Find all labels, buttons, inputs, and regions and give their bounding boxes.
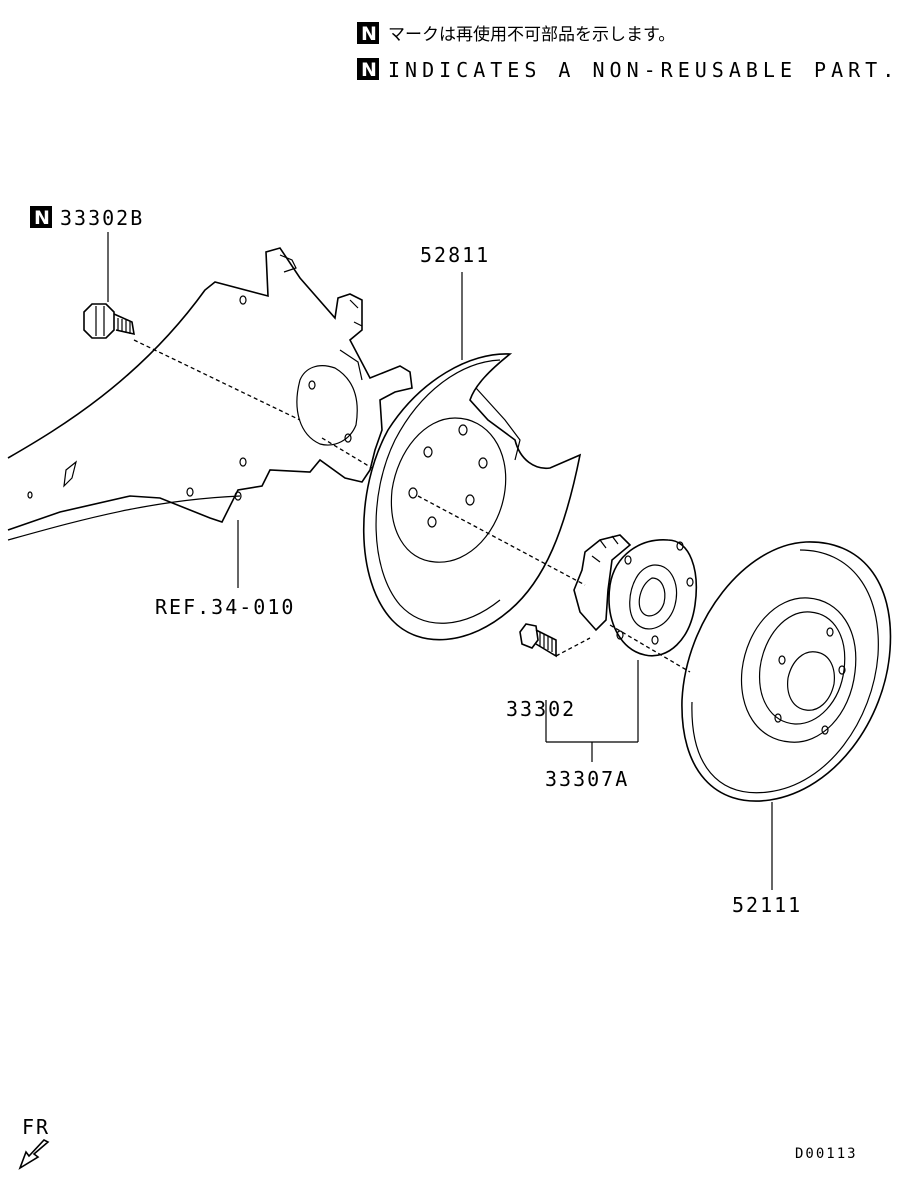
callout-33302b: N 33302B [30,206,144,302]
front-arrow-icon [18,1139,50,1170]
part-label-33302b: 33302B [60,206,144,230]
legend-badge-2-text: N [361,59,377,81]
hub-assembly [573,534,698,742]
part-label-ref-34-010: REF.34-010 [155,595,295,619]
brake-disc [681,541,892,890]
nonreusable-badge-text: N [34,207,50,229]
legend-badge-1 [357,22,379,44]
legend: N マークは再使用不可部品を示します。 N INDICATES A NON-RE… [357,22,899,82]
legend-badge-1-text: N [361,23,377,45]
legend-english: INDICATES A NON-REUSABLE PART. [388,58,899,82]
front-label: FR [22,1115,50,1139]
flange-bolt-icon [83,303,135,339]
knuckle-arm [7,247,413,588]
front-direction-indicator: FR [18,1115,50,1170]
legend-badge-2 [357,58,379,80]
nonreusable-badge [30,206,52,228]
dust-shield [362,353,582,641]
hub-bolt-icon [519,623,557,658]
legend-japanese: マークは再使用不可部品を示します。 [388,24,675,45]
part-label-33307a: 33307A [545,767,629,791]
diagram-code: D00113 [795,1146,858,1162]
part-label-52111: 52111 [732,893,802,917]
part-label-52811: 52811 [420,243,490,267]
part-label-33302: 33302 [506,697,576,721]
